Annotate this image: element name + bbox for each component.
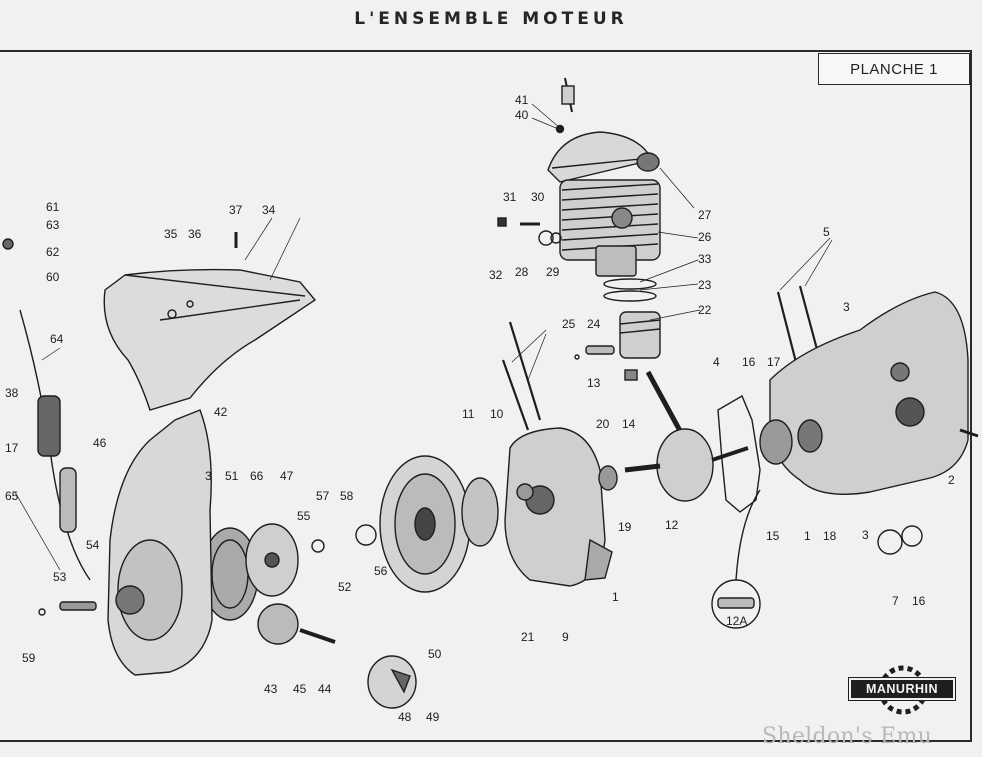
callout-14: 14 — [622, 417, 636, 431]
callout-18: 18 — [823, 529, 837, 543]
callout-25: 25 — [562, 317, 576, 331]
callout-leaders — [14, 103, 833, 571]
callout-65: 65 — [5, 489, 19, 503]
callout-45: 45 — [293, 682, 307, 696]
plate-label: PLANCHE 1 — [818, 53, 970, 85]
connecting-rod — [645, 370, 688, 442]
callout-31: 31 — [503, 190, 517, 204]
callout-49: 49 — [426, 710, 440, 724]
intake-gasket — [636, 152, 660, 172]
callout-54: 54 — [86, 538, 100, 552]
callout-46: 46 — [93, 436, 107, 450]
stator-plate — [461, 477, 499, 547]
callout-12A: 12A — [726, 614, 747, 628]
callout-60: 60 — [46, 270, 60, 284]
callout-62: 62 — [46, 245, 60, 259]
callout-40: 40 — [515, 108, 529, 122]
oil-seals — [877, 525, 923, 555]
watermark: Sheldon's Emu — [762, 724, 933, 749]
page-title: L'ENSEMBLE MOTEUR — [354, 9, 628, 29]
callout-11: 11 — [462, 407, 475, 421]
callout-5: 5 — [823, 225, 830, 239]
callout-57: 57 — [316, 489, 330, 503]
cylinder-barrel — [559, 179, 661, 277]
crankshaft — [598, 428, 749, 502]
gearbox-housing — [759, 291, 979, 495]
left-crankcase — [504, 427, 613, 587]
callout-2: 2 — [948, 473, 955, 487]
callout-20: 20 — [596, 417, 610, 431]
callout-4: 4 — [713, 355, 720, 369]
misc-hardware — [38, 217, 562, 616]
callout-16: 16 — [742, 355, 756, 369]
clutch-plate — [245, 523, 299, 597]
callout-27: 27 — [698, 208, 712, 222]
callout-22: 22 — [698, 303, 712, 317]
callout-29: 29 — [546, 265, 560, 279]
callout-53: 53 — [53, 570, 67, 584]
fan-shroud — [103, 268, 317, 411]
callout-56: 56 — [374, 564, 388, 578]
callout-17: 17 — [5, 441, 19, 455]
callout-24: 24 — [587, 317, 601, 331]
callout-43: 43 — [264, 682, 278, 696]
cylinder-head — [547, 77, 654, 183]
left-engine-cover — [107, 409, 213, 676]
callout-55: 55 — [297, 509, 311, 523]
callout-17: 17 — [767, 355, 781, 369]
callout-1: 1 — [804, 529, 811, 543]
callout-33: 33 — [698, 252, 712, 266]
callout-30: 30 — [531, 190, 545, 204]
callout-59: 59 — [22, 651, 36, 665]
callout-64: 64 — [50, 332, 64, 346]
callout-21: 21 — [521, 630, 535, 644]
control-cable — [2, 238, 91, 581]
callout-51: 51 — [225, 469, 239, 483]
kick-start-pinion — [257, 603, 336, 645]
callout-58: 58 — [340, 489, 354, 503]
flywheel — [379, 455, 471, 593]
piston-pin — [574, 345, 638, 381]
callout-42: 42 — [214, 405, 228, 419]
callout-3: 3 — [862, 528, 869, 542]
callout-50: 50 — [428, 647, 442, 661]
output-shaft-detail — [711, 489, 761, 629]
callout-32: 32 — [489, 268, 503, 282]
plate-frame — [0, 50, 972, 742]
callout-7: 7 — [892, 594, 899, 608]
piston — [619, 311, 661, 359]
callout-44: 44 — [318, 682, 332, 696]
callout-19: 19 — [618, 520, 632, 534]
callout-16: 16 — [912, 594, 926, 608]
callout-48: 48 — [398, 710, 412, 724]
callout-3: 3 — [205, 469, 212, 483]
callout-28: 28 — [515, 265, 529, 279]
callout-61: 61 — [46, 200, 60, 214]
callout-37: 37 — [229, 203, 243, 217]
callout-38: 38 — [5, 386, 19, 400]
callout-52: 52 — [338, 580, 352, 594]
callout-1: 1 — [612, 590, 619, 604]
callout-10: 10 — [490, 407, 504, 421]
callout-47: 47 — [280, 469, 294, 483]
callout-13: 13 — [587, 376, 601, 390]
crankcase-gasket — [717, 394, 761, 513]
brand-logo: MANURHIN — [848, 677, 956, 701]
callout-12: 12 — [665, 518, 679, 532]
callout-35: 35 — [164, 227, 178, 241]
piston-rings — [603, 278, 657, 302]
callout-41: 41 — [515, 93, 529, 107]
callout-23: 23 — [698, 278, 712, 292]
callout-26: 26 — [698, 230, 712, 244]
callout-9: 9 — [562, 630, 569, 644]
callout-36: 36 — [188, 227, 202, 241]
callout-66: 66 — [250, 469, 264, 483]
clutch-cover-plate — [367, 655, 417, 709]
callout-63: 63 — [46, 218, 60, 232]
callout-3: 3 — [843, 300, 850, 314]
callout-34: 34 — [262, 203, 276, 217]
callout-15: 15 — [766, 529, 780, 543]
